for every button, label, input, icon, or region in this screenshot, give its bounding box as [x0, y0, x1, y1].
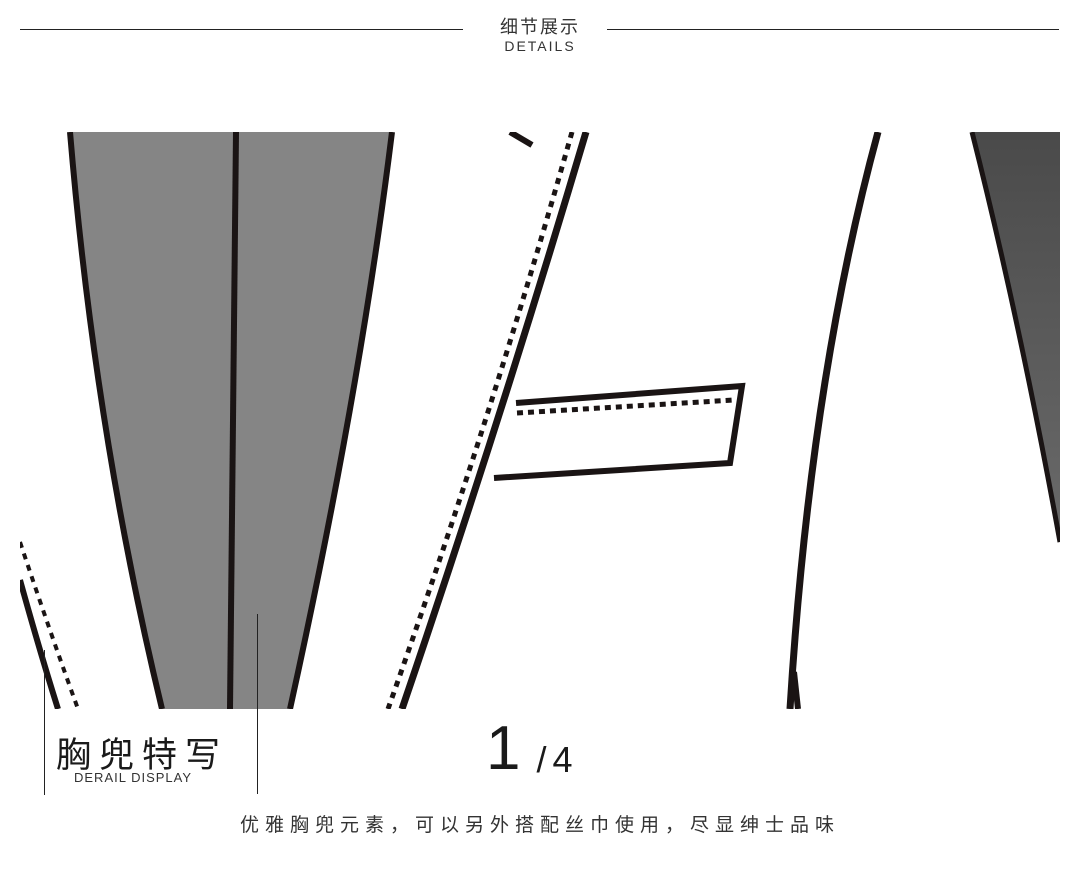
- pocket-icon: [20, 132, 1060, 709]
- caption-title: 胸兜特写: [56, 736, 229, 776]
- header-title-en: DETAILS: [504, 38, 576, 54]
- page-counter: 1 /4: [486, 714, 573, 784]
- caption-line-left: [44, 650, 45, 795]
- section-header: 细节展示 DETAILS: [0, 0, 1080, 60]
- lapel-outline-right: [287, 132, 395, 709]
- breast-pocket-welt: [493, 382, 746, 481]
- jacket-detail-illustration: [20, 132, 1060, 709]
- page-counter-current: 1: [486, 714, 521, 783]
- collar-stub: [508, 132, 534, 148]
- caption-subtitle: DERAIL DISPLAY: [74, 770, 193, 785]
- right-panel-seam: [786, 132, 882, 709]
- front-edge-stitch: [385, 132, 575, 709]
- detail-description: 优雅胸兜元素，可以另外搭配丝巾使用，尽显绅士品味: [239, 814, 840, 836]
- front-edge-line: [398, 132, 590, 709]
- lapel-center-seam: [227, 132, 239, 709]
- header-title-cn: 细节展示: [500, 17, 580, 38]
- page-counter-total: 4: [552, 739, 573, 780]
- header-rule-right: [607, 29, 1059, 30]
- breast-pocket-stitch: [516, 397, 735, 416]
- header-rule-left: [20, 29, 463, 30]
- lapel-outline-left: [67, 132, 165, 709]
- page-counter-separator: /: [536, 739, 547, 780]
- right-panel-seam-inner: [791, 671, 801, 709]
- sleeve-panel: [972, 132, 1060, 542]
- left-edge-line: [20, 579, 61, 709]
- caption-block: 胸兜特写 DERAIL DISPLAY: [44, 614, 258, 795]
- sleeve-outline: [969, 132, 1060, 543]
- left-edge-stitch: [20, 541, 80, 709]
- caption-line-right: [257, 614, 258, 794]
